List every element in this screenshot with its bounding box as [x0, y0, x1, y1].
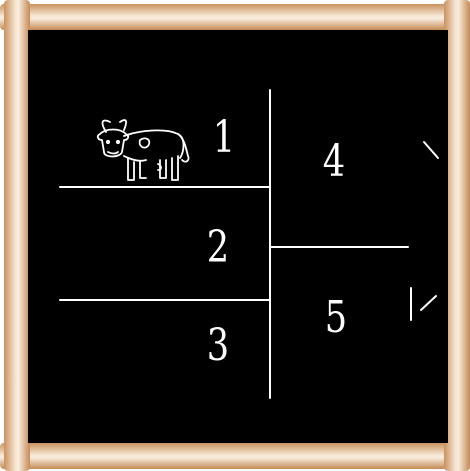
- chalk-lines: [28, 30, 448, 443]
- cell-number-4: 4: [323, 140, 345, 184]
- cell-number-1: 1: [213, 116, 235, 160]
- cell-number-5: 5: [325, 296, 347, 340]
- cell-number-3: 3: [207, 324, 229, 368]
- edge-mark-bottom-slash: [421, 296, 436, 310]
- edge-mark-top: [424, 142, 438, 158]
- cell-number-2: 2: [207, 226, 229, 270]
- frame-left-rail: [4, 0, 30, 471]
- cow-icon: [98, 120, 189, 180]
- frame-top-rail: [0, 4, 470, 30]
- chalkboard: 1 2 3 4 5: [28, 30, 448, 443]
- frame-bottom-rail: [0, 443, 470, 469]
